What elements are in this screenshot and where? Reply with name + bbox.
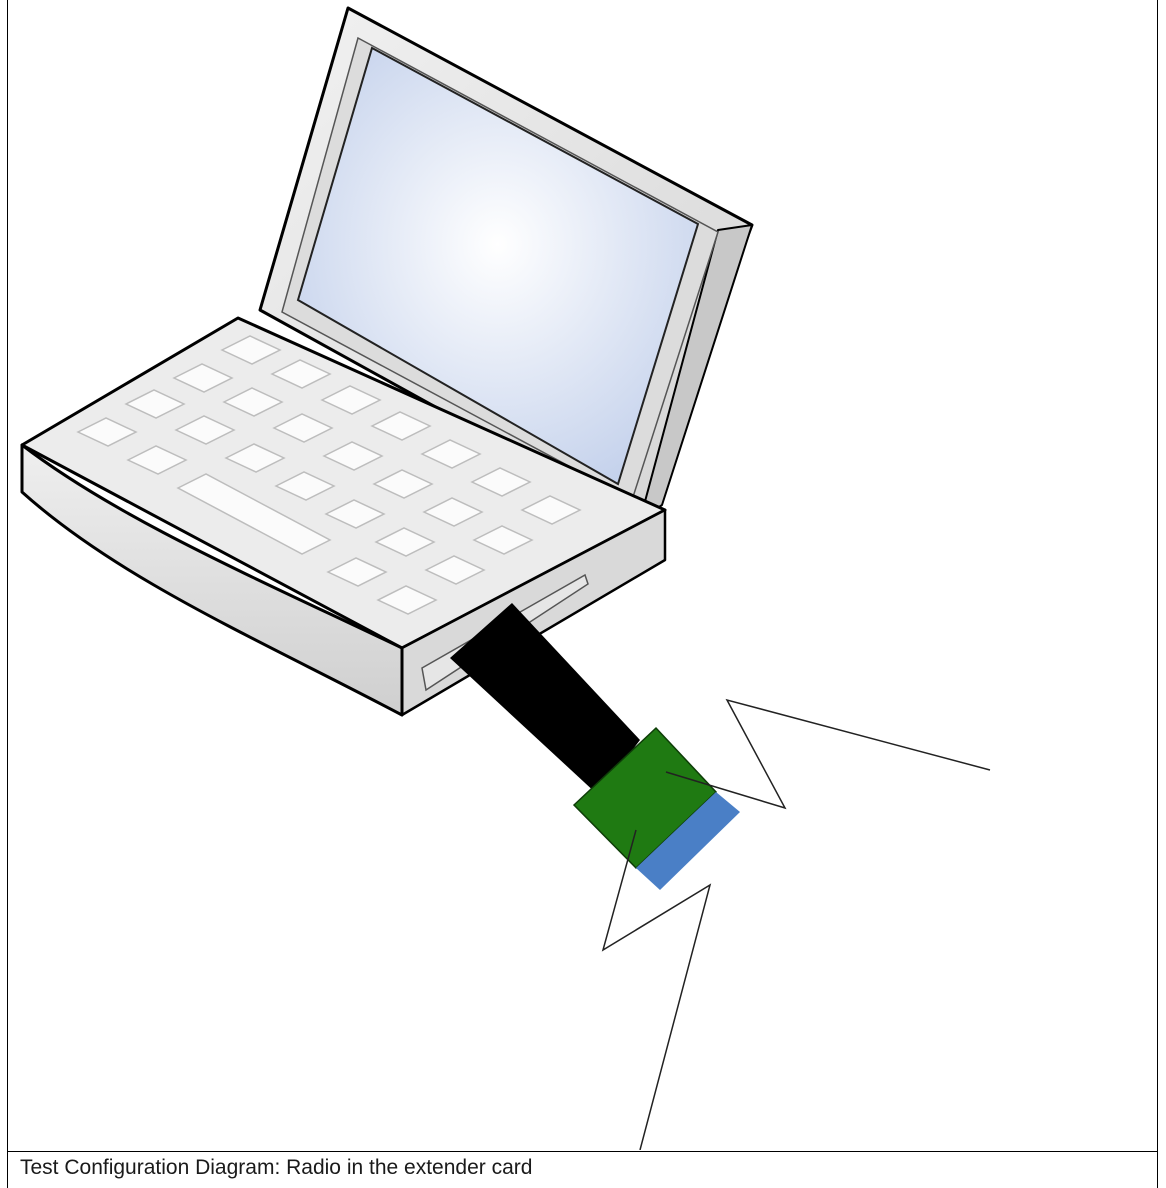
laptop-icon bbox=[22, 8, 752, 715]
figure-caption: Test Configuration Diagram: Radio in the… bbox=[20, 1154, 532, 1182]
test-configuration-diagram bbox=[0, 0, 1166, 1150]
caption-divider bbox=[7, 1151, 1158, 1152]
